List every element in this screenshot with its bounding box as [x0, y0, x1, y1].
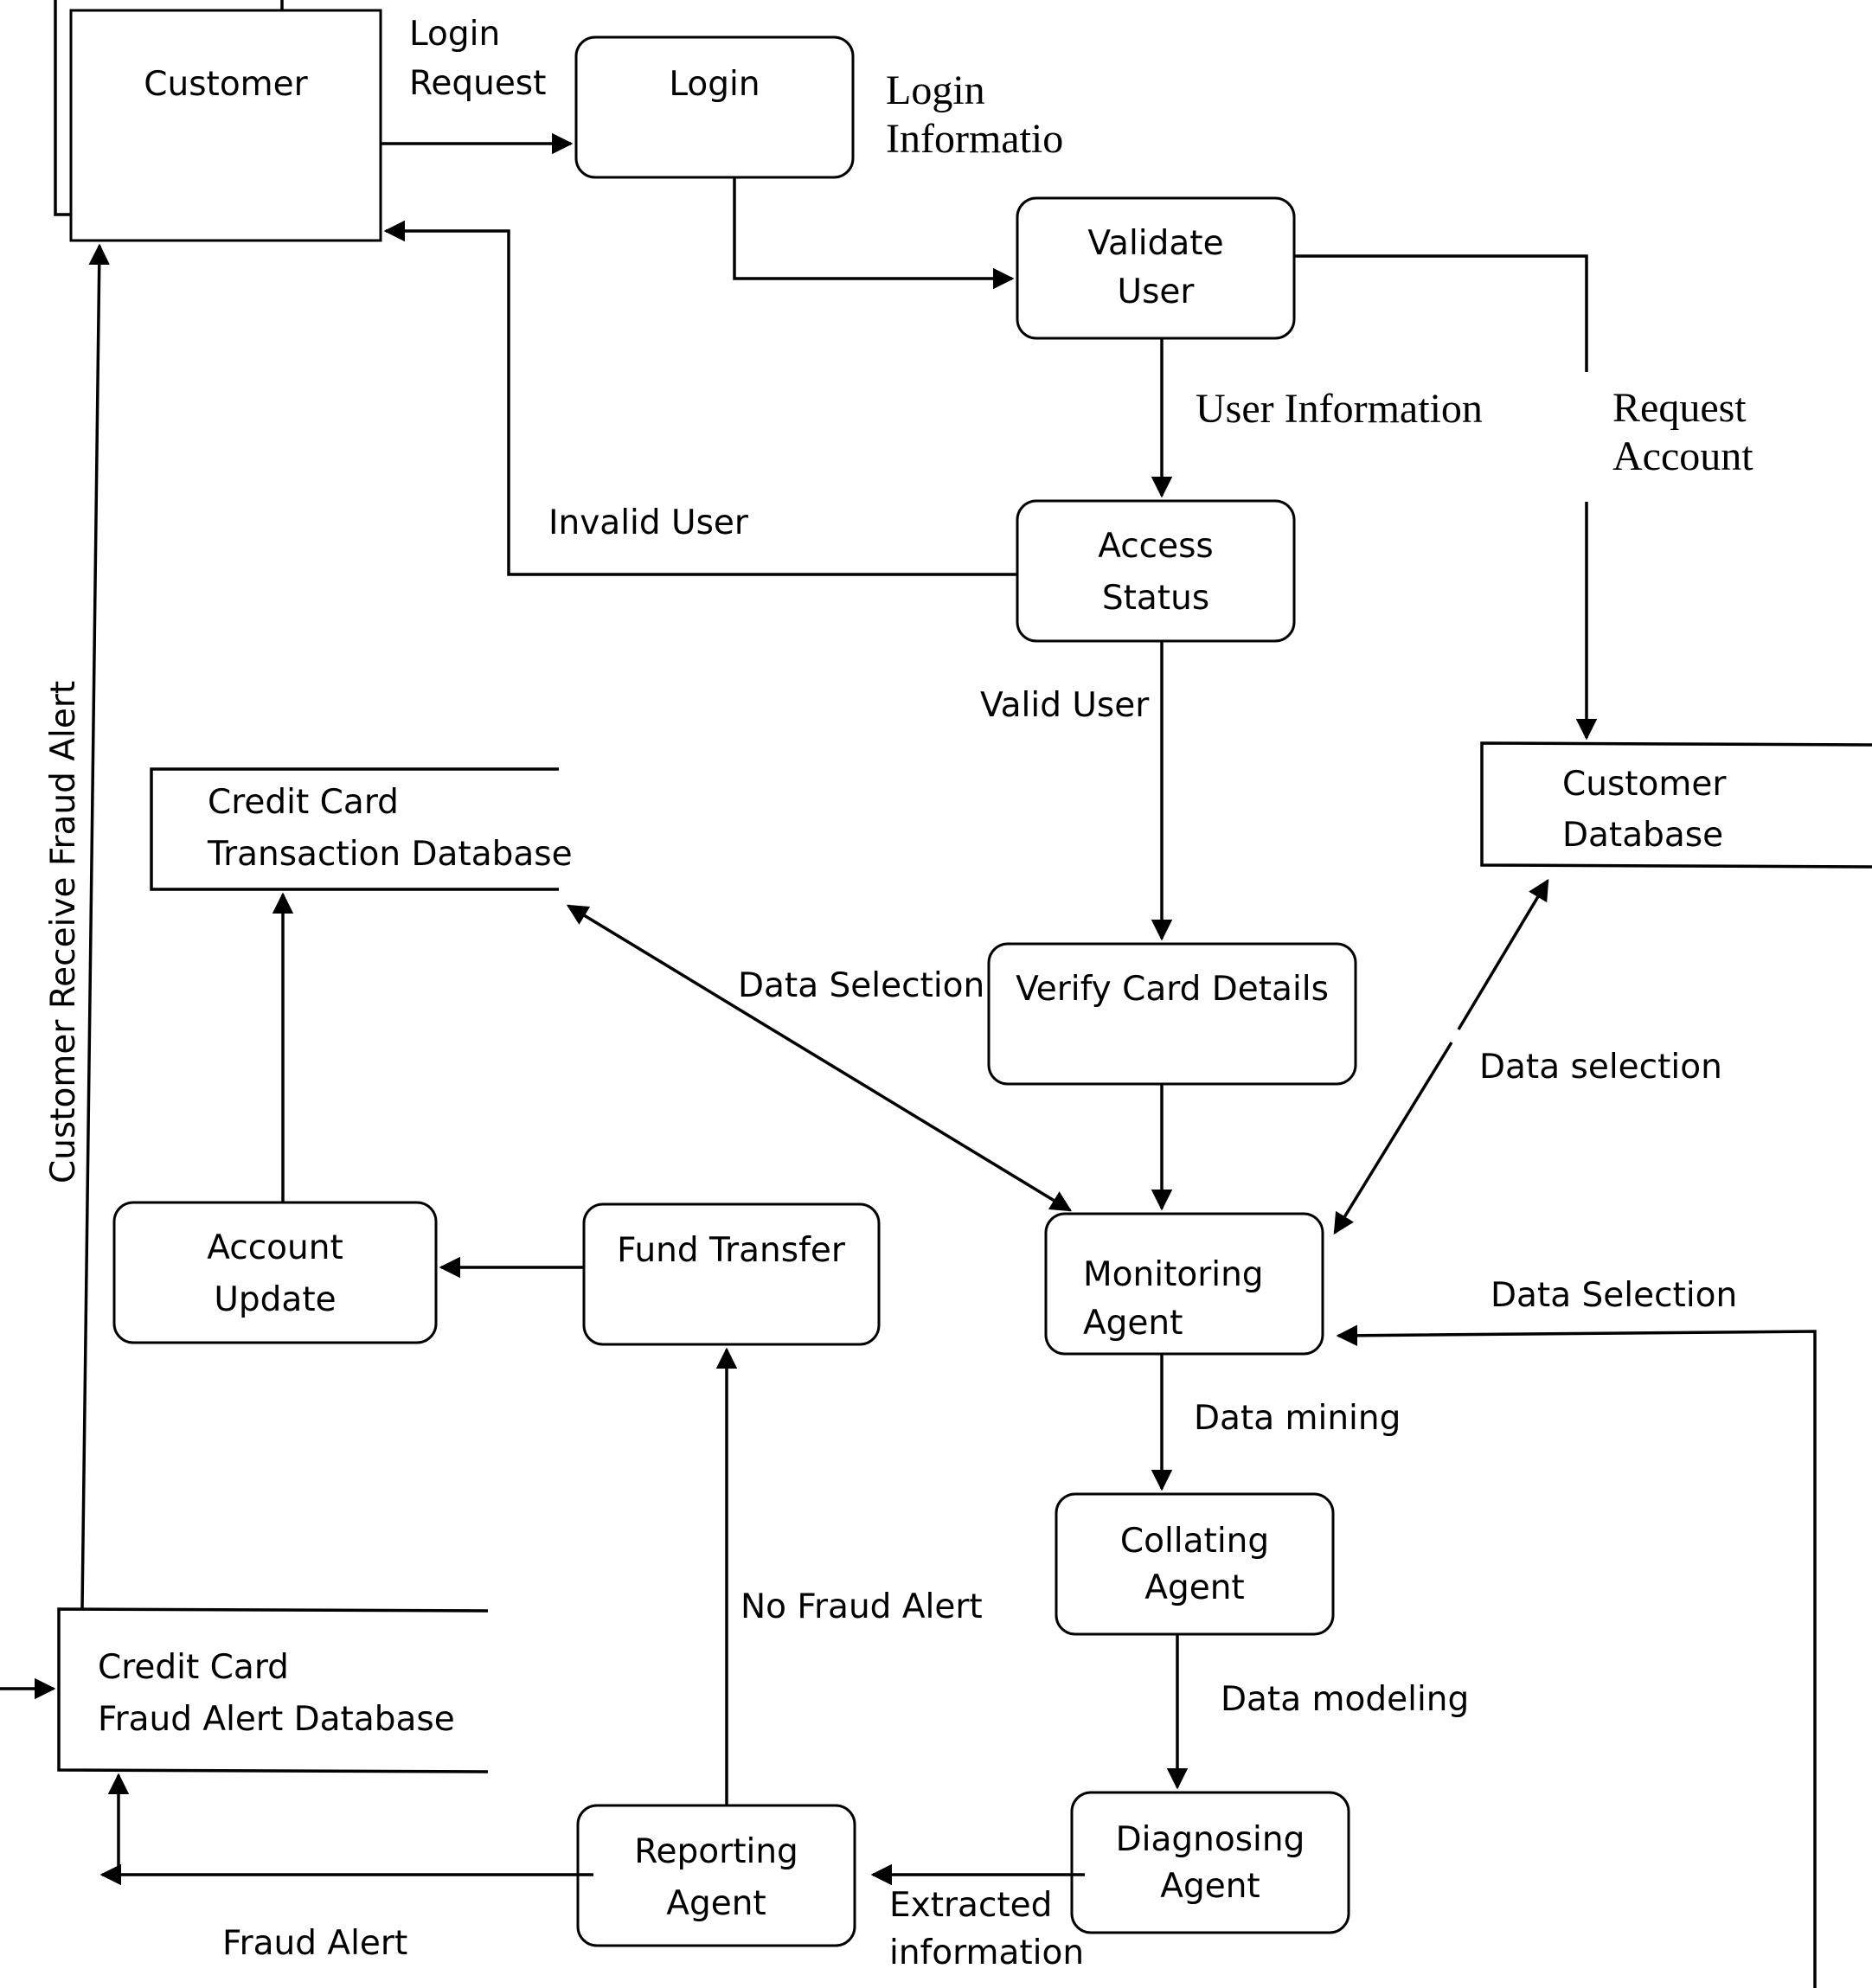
fund-transfer-label: Fund Transfer [617, 1231, 846, 1270]
data-selection-left-label: Data Selection [738, 966, 984, 1005]
monitoring-agent-label-line1: Monitoring [1083, 1255, 1264, 1294]
customer-database-store: Customer Database [1480, 741, 1872, 869]
invalid-user-label: Invalid User [548, 503, 749, 542]
verify-card-details-process: Verify Card Details [987, 942, 1357, 1086]
verify-card-details-label: Verify Card Details [1016, 970, 1329, 1009]
fund-transfer-process: Fund Transfer [582, 1202, 881, 1346]
request-account-label-line2: Account [1612, 433, 1753, 479]
login-information-label-line2: Informatio [886, 116, 1063, 162]
fraud-alert-database-label-line2: Fraud Alert Database [98, 1700, 455, 1739]
validate-user-label-line1: Validate [1087, 224, 1223, 263]
reporting-agent-label-line1: Reporting [634, 1832, 798, 1871]
data-selection-bottom-label: Data Selection [1491, 1276, 1737, 1315]
data-modeling-label: Data modeling [1221, 1680, 1469, 1719]
collating-agent-process: Collating Agent [1055, 1492, 1335, 1636]
login-label: Login [669, 65, 760, 104]
transaction-database-label-line2: Transaction Database [207, 835, 573, 874]
login-request-label-line2: Request [409, 64, 546, 103]
data-selection-right-arrow-upper [1457, 878, 1549, 1030]
flow-lines [0, 132, 1817, 1988]
login-information-arrow [733, 177, 1015, 290]
request-account-label-line1: Request [1612, 385, 1747, 431]
collating-agent-label-line2: Agent [1144, 1568, 1244, 1607]
account-update-label-line2: Update [214, 1280, 336, 1319]
account-update-label-line1: Account [207, 1228, 343, 1267]
data-selection-bottom-arrow [1336, 1324, 1817, 1988]
diagnosing-agent-process: Diagnosing Agent [1070, 1791, 1350, 1934]
extracted-information-label-line1: Extracted [889, 1886, 1052, 1925]
reporting-agent-process: Reporting Agent [576, 1804, 856, 1947]
data-selection-right-label: Data selection [1479, 1048, 1722, 1087]
customer-receive-fraud-alert-label: Customer Receive Fraud Alert [44, 681, 83, 1183]
validate-user-process: Validate User [1016, 196, 1296, 340]
diagnosing-agent-label-line2: Agent [1160, 1867, 1260, 1906]
fraud-alert-database-store: Credit Card Fraud Alert Database [57, 1607, 489, 1773]
extracted-information-label-line2: information [889, 1933, 1084, 1972]
customer-database-label-line1: Customer [1562, 765, 1727, 804]
request-account-line-upper [1294, 254, 1588, 372]
access-status-label-line1: Access [1098, 527, 1214, 566]
diagnosing-agent-label-line1: Diagnosing [1116, 1820, 1305, 1859]
login-process: Login [574, 35, 855, 179]
data-selection-left-arrow [566, 904, 1073, 1212]
customer-entity: Customer [54, 0, 382, 242]
login-request-label-line1: Login [409, 15, 500, 54]
validate-user-label-line2: User [1118, 273, 1196, 311]
data-selection-right-arrow-lower [1333, 1042, 1453, 1235]
transaction-database-store: Credit Card Transaction Database [150, 767, 573, 891]
customer-database-label-line2: Database [1562, 816, 1723, 855]
login-information-label-line1: Login [886, 67, 985, 113]
data-mining-label: Data mining [1194, 1399, 1401, 1438]
access-status-label-line2: Status [1102, 579, 1209, 618]
invalid-user-arrow [383, 220, 1017, 576]
access-status-process: Access Status [1016, 499, 1296, 643]
fraud-alert-database-label-line1: Credit Card [98, 1648, 289, 1687]
monitoring-agent-label-line2: Agent [1083, 1304, 1183, 1343]
customer-label: Customer [144, 65, 308, 104]
monitoring-agent-process: Monitoring Agent [1044, 1212, 1324, 1356]
valid-user-label: Valid User [980, 686, 1150, 725]
reporting-agent-label-line2: Agent [666, 1884, 766, 1923]
flow-labels: Login Request Login Informatio User Info… [44, 15, 1753, 1972]
fraud-alert-label: Fraud Alert [222, 1924, 407, 1963]
account-update-process: Account Update [112, 1201, 438, 1344]
customer-receive-fraud-alert-arrow [80, 243, 110, 1610]
transaction-database-label-line1: Credit Card [208, 783, 399, 822]
no-fraud-alert-label: No Fraud Alert [740, 1587, 983, 1626]
collating-agent-label-line1: Collating [1120, 1522, 1269, 1561]
user-information-label: User Information [1196, 386, 1483, 432]
